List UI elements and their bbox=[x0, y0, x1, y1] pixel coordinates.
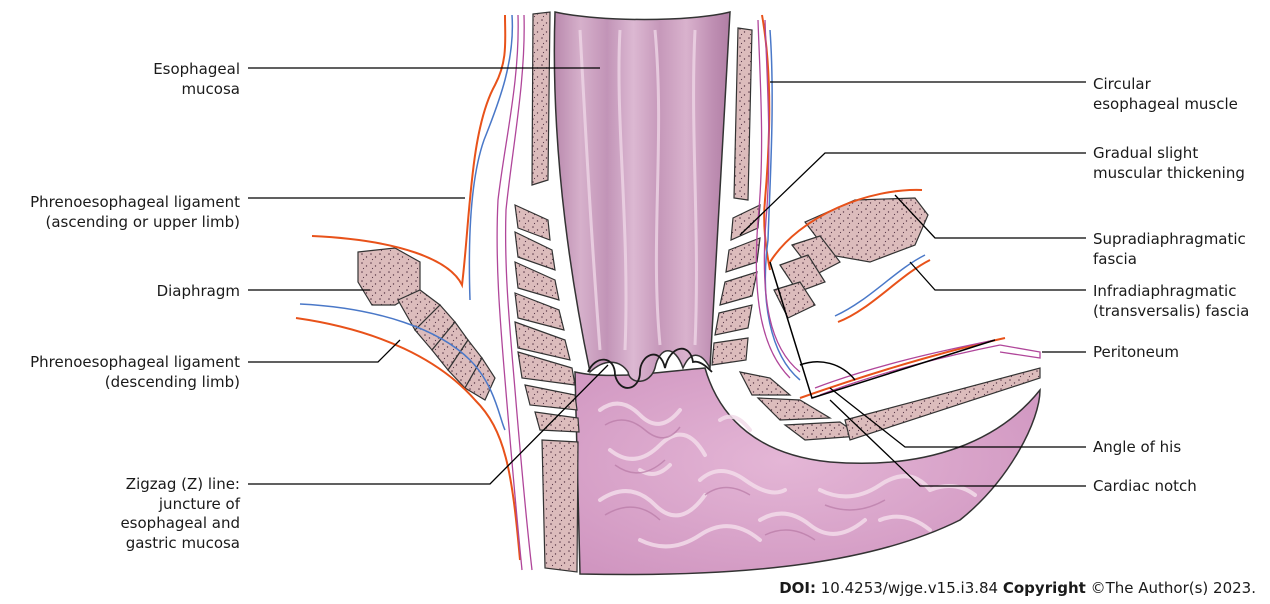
left-diaphragm bbox=[358, 248, 495, 400]
doi-label: DOI: bbox=[779, 579, 816, 597]
citation-footer: DOI: 10.4253/wjge.v15.i3.84 Copyright ©T… bbox=[779, 579, 1256, 597]
label-cardiac-notch: Cardiac notch bbox=[1093, 477, 1197, 497]
copyright-label: Copyright bbox=[1003, 579, 1086, 597]
right-diaphragm bbox=[774, 198, 928, 318]
copyright-text: ©The Author(s) 2023. bbox=[1086, 579, 1256, 597]
label-phrenoesophageal-ligament-upper: Phrenoesophageal ligament(ascending or u… bbox=[30, 193, 240, 232]
label-diaphragm: Diaphragm bbox=[157, 282, 240, 302]
label-angle-of-his: Angle of his bbox=[1093, 438, 1181, 458]
doi-value: 10.4253/wjge.v15.i3.84 bbox=[816, 579, 1003, 597]
leader-infradiaphragmatic bbox=[910, 262, 1086, 290]
leader-phreno-descending bbox=[248, 340, 400, 362]
label-phrenoesophageal-ligament-descending: Phrenoesophageal ligament(descending lim… bbox=[30, 353, 240, 392]
label-peritoneum: Peritoneum bbox=[1093, 343, 1179, 363]
label-infradiaphragmatic-fascia: Infradiaphragmatic(transversalis) fascia bbox=[1093, 282, 1249, 321]
